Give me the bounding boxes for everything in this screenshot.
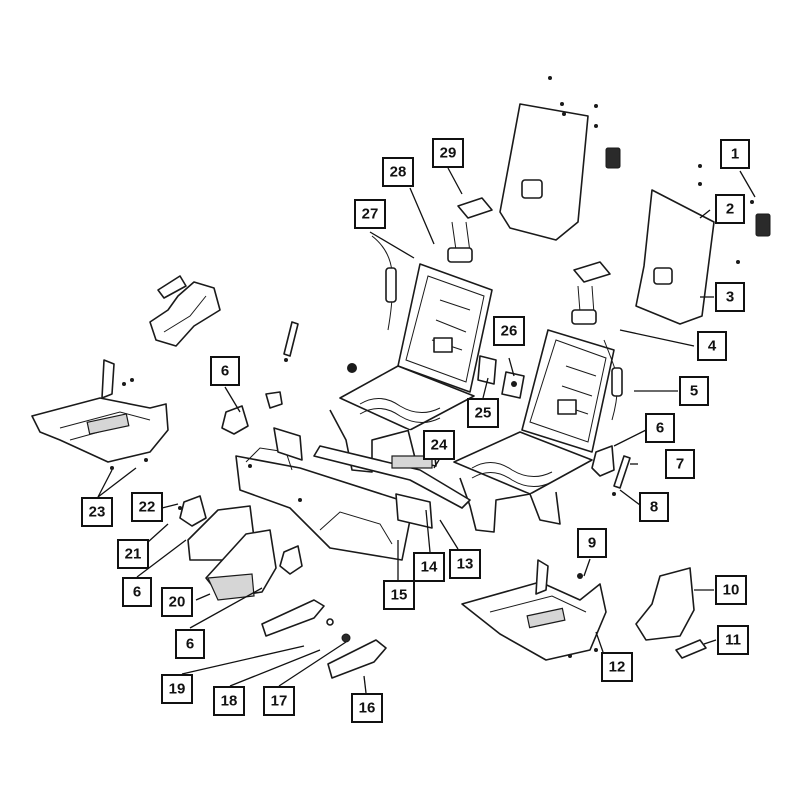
callout-20: 20 [161, 587, 193, 617]
callout-10: 10 [715, 575, 747, 605]
bolt-upper [283, 321, 299, 362]
svg-text:6: 6 [186, 636, 194, 653]
seat-frame-right [453, 329, 615, 533]
clip-small [265, 391, 283, 409]
pivot-bracket-d [279, 545, 303, 575]
svg-text:6: 6 [656, 420, 664, 437]
callout-15: 15 [383, 580, 415, 610]
callout-28: 28 [382, 157, 414, 187]
svg-text:12: 12 [609, 659, 626, 676]
callout-13: 13 [449, 549, 481, 579]
bolt-right [612, 455, 631, 496]
callout-23: 23 [81, 497, 113, 527]
release-handle [675, 639, 707, 659]
callout-6-b: 6 [122, 577, 152, 607]
svg-text:9: 9 [588, 535, 596, 552]
svg-text:22: 22 [139, 499, 156, 516]
leader-lines [97, 167, 756, 694]
headrest-guide-left [447, 197, 493, 263]
callout-18: 18 [213, 686, 245, 716]
svg-text:10: 10 [723, 582, 740, 599]
cable-left [371, 235, 397, 331]
pivot-bracket-a [221, 405, 249, 435]
callout-7: 7 [665, 449, 695, 479]
callout-29: 29 [432, 138, 464, 168]
svg-text:27: 27 [362, 206, 379, 223]
floor-pan-left [31, 359, 169, 470]
svg-text:1: 1 [731, 146, 739, 163]
svg-text:11: 11 [725, 632, 741, 649]
seat-side-cover [635, 567, 695, 641]
svg-text:23: 23 [89, 504, 106, 521]
svg-text:24: 24 [431, 437, 448, 454]
callout-8: 8 [639, 492, 669, 522]
side-trim-rear [205, 529, 277, 601]
seat-frame-left [329, 263, 493, 473]
svg-text:8: 8 [650, 499, 658, 516]
callout-6-c: 6 [175, 629, 205, 659]
hinge-bracket-right [501, 371, 525, 399]
svg-text:6: 6 [221, 363, 229, 380]
seat-back-panel-left [499, 76, 621, 241]
callout-14: 14 [413, 552, 445, 582]
callout-2: 2 [715, 194, 745, 224]
seat-back-panel-right [635, 164, 771, 325]
callout-22: 22 [131, 492, 163, 522]
svg-text:17: 17 [271, 693, 288, 710]
armrest-upper [261, 599, 334, 637]
callout-19: 19 [161, 674, 193, 704]
callout-11: 11 [717, 625, 749, 655]
svg-text:2: 2 [726, 201, 734, 218]
svg-text:26: 26 [501, 323, 518, 340]
svg-text:6: 6 [133, 584, 141, 601]
callout-9: 9 [577, 528, 607, 558]
armrest-lower [327, 633, 387, 679]
svg-text:14: 14 [421, 559, 438, 576]
headrest-guide-right [571, 261, 611, 325]
svg-text:15: 15 [391, 587, 408, 604]
pivot-bracket-b [591, 445, 615, 477]
svg-text:4: 4 [708, 338, 717, 355]
svg-text:5: 5 [690, 383, 698, 400]
callout-12: 12 [601, 652, 633, 682]
callout-26: 26 [493, 316, 525, 346]
svg-text:19: 19 [169, 681, 186, 698]
seat-base-rail [313, 445, 471, 509]
svg-text:29: 29 [440, 145, 457, 162]
callout-5: 5 [679, 376, 709, 406]
svg-text:7: 7 [676, 456, 684, 473]
callout-25: 25 [467, 398, 499, 428]
svg-text:3: 3 [726, 289, 734, 306]
parts-illustration [31, 76, 771, 679]
callout-6-a: 6 [210, 356, 240, 386]
floor-pan-right [461, 559, 607, 661]
side-shield-upper-left [149, 275, 221, 347]
cable-right [603, 339, 623, 421]
svg-text:13: 13 [457, 556, 474, 573]
pivot-bracket-c [178, 495, 207, 527]
svg-text:20: 20 [169, 594, 186, 611]
callout-21: 21 [117, 539, 149, 569]
callout-3: 3 [715, 282, 745, 312]
hinge-bracket-left [477, 355, 497, 385]
callout-1: 1 [720, 139, 750, 169]
callout-16: 16 [351, 693, 383, 723]
svg-text:28: 28 [390, 164, 407, 181]
svg-text:18: 18 [221, 693, 238, 710]
callout-27: 27 [354, 199, 386, 229]
callout-17: 17 [263, 686, 295, 716]
callout-6: 6 [645, 413, 675, 443]
svg-text:25: 25 [475, 405, 492, 422]
callout-24: 24 [423, 430, 455, 460]
svg-text:16: 16 [359, 700, 376, 717]
seat-riser-assembly [235, 427, 433, 561]
callout-4: 4 [697, 331, 727, 361]
svg-text:21: 21 [125, 546, 142, 563]
